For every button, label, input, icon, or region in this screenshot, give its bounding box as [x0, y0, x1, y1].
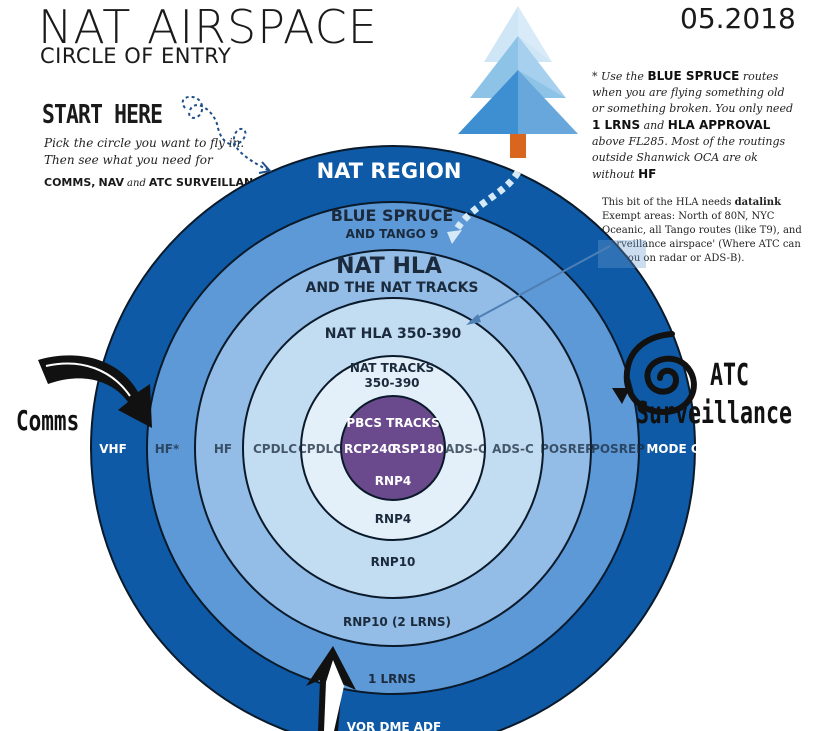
ring1-title: NAT REGION [317, 159, 462, 183]
comms-arrow-icon [38, 355, 152, 428]
ring3-title-1: NAT HLA [336, 254, 442, 279]
ring5-surv: ADS-C [445, 442, 487, 456]
ring4-comms: CPDLC [253, 442, 297, 456]
tree-bottom [458, 70, 578, 134]
surveillance-label: Surveillance [636, 396, 793, 431]
date-label: 05.2018 [680, 2, 796, 35]
ring3-comms: HF [214, 442, 232, 456]
start-instruction-2: Then see what you need for [44, 153, 213, 167]
rings [90, 145, 696, 731]
ring2-surv: POSREP [591, 442, 645, 456]
start-here-heading: START HERE [42, 100, 163, 130]
note-text-3: and [643, 119, 665, 132]
comms-label: Comms [16, 404, 80, 437]
ring2-title-2: AND TANGO 9 [346, 227, 439, 241]
ring2-title-1: BLUE SPRUCE [331, 206, 454, 225]
blue-spruce-note: * Use the BLUE SPRUCE routes when you ar… [592, 68, 797, 183]
start-instruction-1: Pick the circle you want to fly in. [44, 136, 245, 150]
tree-middle [470, 36, 566, 98]
hla-note-datalink: datalink [734, 197, 782, 208]
ring5-nav: RNP4 [375, 512, 411, 526]
ring4-surv: ADS-C [492, 442, 534, 456]
ring6-nav: RNP4 [375, 474, 411, 488]
spruce-tree-icon [458, 6, 578, 158]
page-subtitle: CIRCLE OF ENTRY [40, 44, 232, 68]
note-text-2: routes when you are flying something old… [592, 70, 793, 115]
tree-pointer-arrow-icon [447, 170, 522, 244]
ring6-rcp: RCP240 [344, 442, 396, 456]
page-title: NAT AIRSPACE [38, 0, 378, 54]
req-atc: ATC SURVEILLANCE [148, 176, 269, 189]
ring2-comms: HF* [155, 442, 180, 456]
ring4-title: NAT HLA 350-390 [325, 326, 462, 342]
start-here-arrow-icon [181, 95, 272, 174]
ring2-nav: 1 LRNS [368, 672, 416, 686]
ring-pbcs-tracks [340, 395, 446, 501]
hla-datalink-note: This bit of the HLA needs datalink Exemp… [602, 196, 802, 266]
ring1-comms: VHF [99, 442, 127, 456]
ring1-nav: VOR DME ADF [347, 720, 441, 731]
note-hf: HF [638, 167, 657, 181]
ring3-title-2: AND THE NAT TRACKS [305, 280, 478, 296]
req-and: and [127, 178, 146, 189]
ring3-surv: POSREP [540, 442, 594, 456]
ring4-nav: RNP10 [371, 555, 416, 569]
ring3-nav: RNP10 (2 LRNS) [343, 615, 451, 629]
hla-pointer-arrow-icon [466, 240, 646, 325]
tree-trunk [510, 134, 526, 158]
note-hla-approval: HLA APPROVAL [667, 118, 771, 132]
ring5-title-1: NAT TRACKS [350, 361, 434, 375]
atc-label: ATC [710, 358, 750, 393]
note-text-1: Use the [601, 70, 644, 83]
ring6-title: PBCS TRACKS [346, 416, 439, 430]
note-mark: * [592, 70, 598, 83]
ring5-comms: CPDLC [298, 442, 342, 456]
ring6-rsp: RSP180 [392, 442, 444, 456]
hla-note-text-1: This bit of the HLA needs [602, 197, 732, 208]
req-comms: COMMS, [44, 176, 96, 189]
requirements-line: COMMS, NAV and ATC SURVEILLANCE [44, 176, 269, 189]
note-blue-spruce: BLUE SPRUCE [647, 69, 740, 83]
note-lrns: 1 LRNS [592, 118, 641, 132]
req-nav: NAV [98, 176, 124, 189]
atc-spiral-arrowhead-icon [612, 388, 630, 404]
note-text-4: above FL285. Most of the routings outsid… [592, 135, 786, 181]
ring5-title-2: 350-390 [364, 376, 419, 390]
hla-note-text-2: Exempt areas: North of 80N, NYC Oceanic,… [602, 211, 802, 264]
bottom-up-arrow-icon [306, 646, 356, 731]
ring1-surv: MODE C [646, 442, 699, 456]
tree-top [484, 6, 552, 62]
atc-spiral-icon [623, 331, 697, 416]
